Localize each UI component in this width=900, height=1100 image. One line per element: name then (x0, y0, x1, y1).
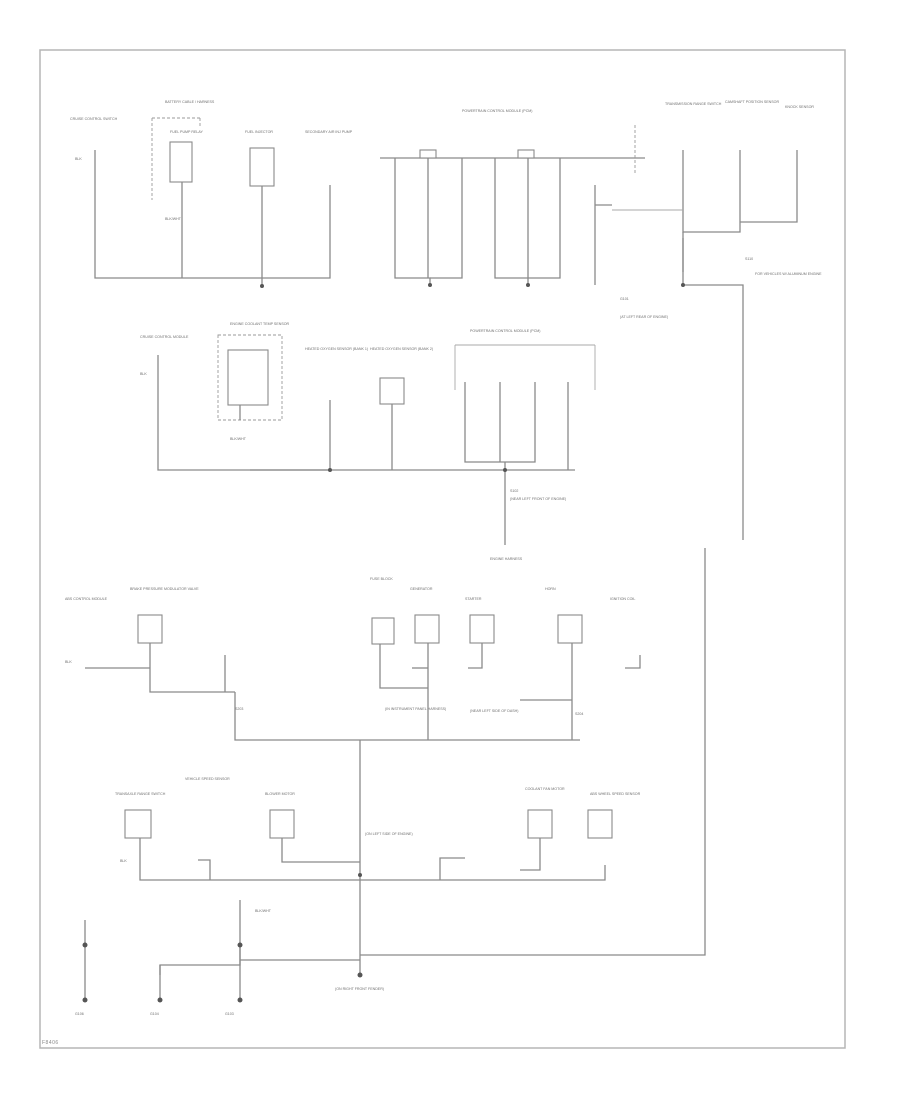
s1-label-9: BLK (75, 157, 82, 161)
s1-label-5: POWERTRAIN CONTROL MODULE (PCM) (462, 109, 532, 113)
s4-label-2: BLOWER MOTOR (265, 792, 295, 796)
s3-label-3: GENERATOR (410, 587, 433, 591)
s3-label-7: BLK (65, 660, 72, 664)
s4-label-7: G106 (75, 1012, 84, 1016)
s4-label-9: (ON RIGHT FRONT FENDER) (335, 987, 384, 991)
s2-label-0: CRUISE CONTROL MODULE (140, 335, 189, 339)
s2-label-2: HEATED OXYGEN SENSOR (BANK 1) (305, 347, 368, 351)
s1-label-12: S110 (745, 257, 753, 261)
s4-label-6: G104 (150, 1012, 159, 1016)
s3-label-9: S204 (575, 712, 583, 716)
s4-label-1: VEHICLE SPEED SENSOR (185, 777, 230, 781)
s1-label-3: FUEL INJECTOR (245, 130, 273, 134)
figure-code: F8406 (42, 1040, 59, 1046)
s3-label-2: FUSE BLOCK (370, 577, 393, 581)
section-3-chassis-grounds (85, 548, 706, 975)
s1-label-7: CAMSHAFT POSITION SENSOR (725, 100, 779, 104)
s2-label-5: BLK (140, 372, 147, 376)
section-2-sensor-grounds (157, 334, 596, 545)
s1-label-11: G101 (620, 297, 629, 301)
s2-label-9: ENGINE HARNESS (490, 557, 523, 561)
s3-label-8: S203 (235, 707, 243, 711)
s4-label-5: G103 (225, 1012, 234, 1016)
s2-label-6: BLK/WHT (230, 437, 247, 441)
section-4-lower-grounds (82, 809, 613, 1003)
s1-label-0: CRUISE CONTROL SWITCH (70, 117, 118, 121)
s2-label-4: POWERTRAIN CONTROL MODULE (PCM) (470, 329, 540, 333)
s3-label-1: BRAKE PRESSURE MODULATOR VALVE (130, 587, 199, 591)
s4-label-11: BLK/WHT (255, 909, 272, 913)
s3-label-6: IGNITION COIL (610, 597, 635, 601)
diagram-border (39, 49, 846, 1049)
s4-label-4: ABS WHEEL SPEED SENSOR (590, 792, 641, 796)
s1-label-1: BATTERY CABLE / HARNESS (165, 100, 215, 104)
s3-label-4: STARTER (465, 597, 482, 601)
s2-label-3: HEATED OXYGEN SENSOR (BANK 2) (370, 347, 433, 351)
s1-label-4: SECONDARY AIR INJ PUMP (305, 130, 353, 134)
s3-label-5: HORN (545, 587, 556, 591)
s1-label-8: KNOCK SENSOR (785, 105, 814, 109)
section-2-labels: CRUISE CONTROL MODULE ENGINE COOLANT TEM… (140, 322, 566, 561)
section-1-labels: CRUISE CONTROL SWITCH BATTERY CABLE / HA… (70, 100, 822, 319)
s1-label-13: (AT LEFT REAR OF ENGINE) (620, 315, 668, 319)
s1-label-10: BLK/WHT (165, 217, 182, 221)
s2-label-1: ENGINE COOLANT TEMP SENSOR (230, 322, 290, 326)
s3-label-0: ABS CONTROL MODULE (65, 597, 108, 601)
s4-label-3: COOLANT FAN MOTOR (525, 787, 565, 791)
s4-label-8: (ON LEFT SIDE OF ENGINE) (365, 832, 413, 836)
s3-label-11: (NEAR LEFT SIDE OF DASH) (470, 709, 518, 713)
section-3-labels: ABS CONTROL MODULE BRAKE PRESSURE MODULA… (65, 577, 635, 716)
s4-label-10: BLK (120, 859, 127, 863)
section-1-engine-grounds (94, 117, 798, 540)
s1-label-2: FUEL PUMP RELAY (170, 130, 203, 134)
s2-label-8: (NEAR LEFT FRONT OF ENGINE) (510, 497, 566, 501)
s3-label-10: (IN INSTRUMENT PANEL HARNESS) (385, 707, 446, 711)
s2-label-7: S102 (510, 489, 518, 493)
s4-label-0: TRANSAXLE RANGE SWITCH (115, 792, 166, 796)
section-4-labels: TRANSAXLE RANGE SWITCH VEHICLE SPEED SEN… (75, 777, 641, 1016)
s1-label-14: FOR VEHICLES W/ ALUMINUM ENGINE (755, 272, 822, 276)
s1-label-6: TRANSMISSION RANGE SWITCH (665, 102, 722, 106)
